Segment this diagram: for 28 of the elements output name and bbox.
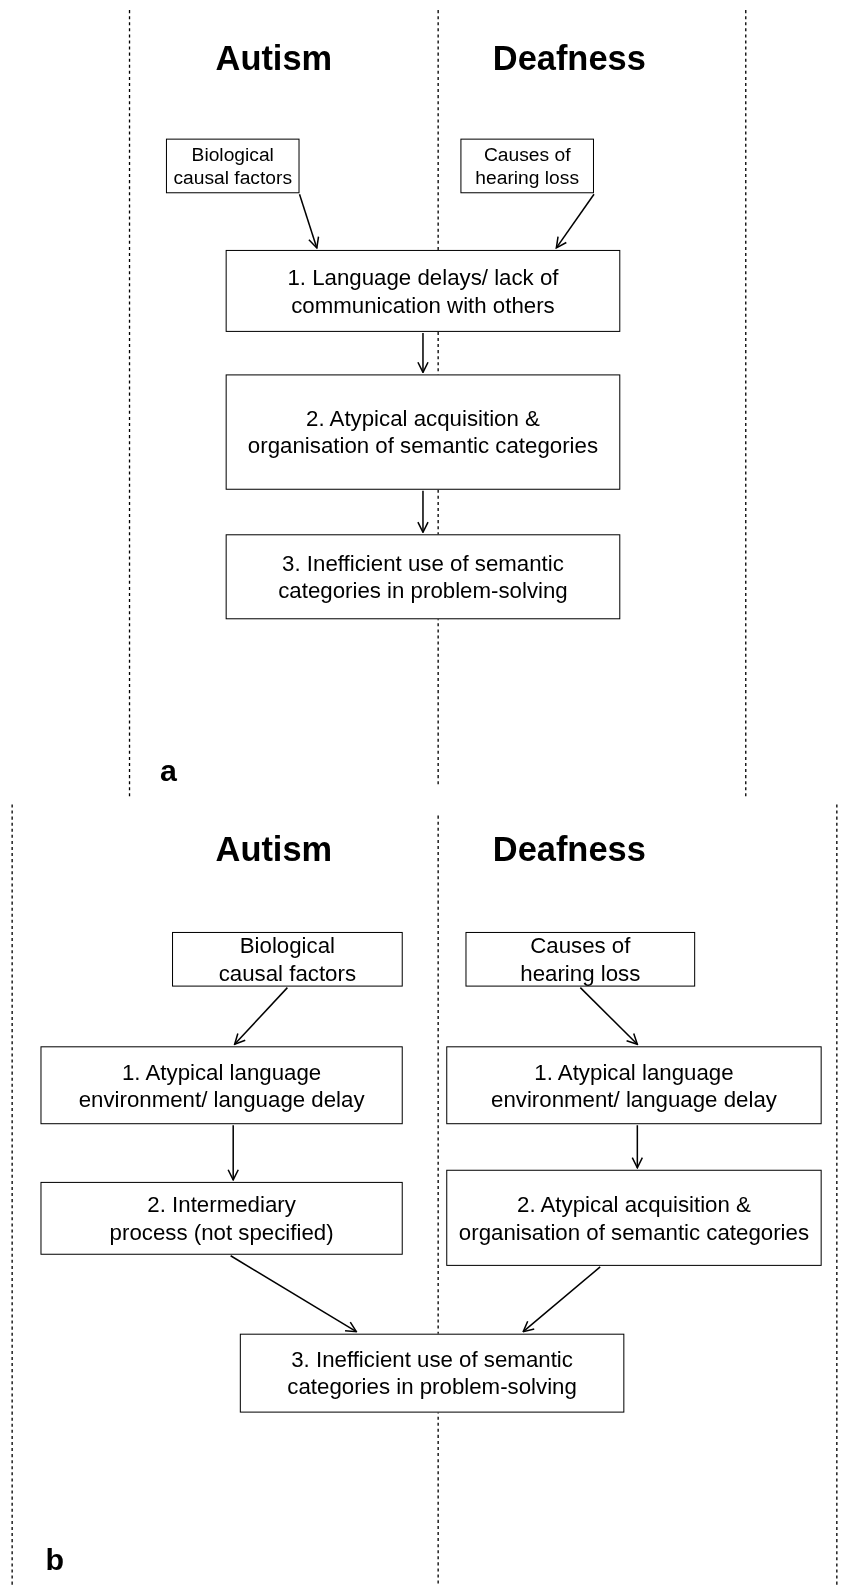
- arrow: [298, 193, 320, 249]
- column-heading: Autism: [215, 829, 333, 870]
- process-box: 1. Atypical language environment/ language delay: [40, 1046, 403, 1125]
- process-box: 3. Inefficient use of semantic categories in problem-solving: [239, 1333, 625, 1413]
- process-box: 2. Atypical acquisition & organisation of semantic categories: [225, 374, 621, 490]
- column-heading: Autism: [215, 38, 333, 78]
- process-box: 2. Intermediary process (not specified): [40, 1181, 403, 1255]
- process-box: 2. Atypical acquisition & organisation of semantic categories: [446, 1169, 822, 1266]
- arrow: [417, 332, 429, 374]
- panel-letter: a: [159, 753, 177, 789]
- arrow: [227, 1124, 239, 1181]
- arrow: [522, 1266, 601, 1333]
- panel-letter: b: [45, 1543, 65, 1578]
- process-box: 3. Inefficient use of semantic categories in problem-solving: [225, 534, 621, 620]
- arrow: [233, 986, 289, 1046]
- column-heading: Deafness: [492, 829, 646, 870]
- process-box: Biological causal factors: [165, 138, 300, 194]
- process-box: 1. Language delays/ lack of communication with others: [225, 249, 621, 332]
- process-box: Causes of hearing loss: [465, 931, 696, 987]
- process-box: 1. Atypical language environment/ language delay: [446, 1046, 822, 1125]
- arrow: [229, 1255, 358, 1333]
- arrow: [555, 193, 595, 249]
- arrow: [631, 1124, 644, 1169]
- process-box: Biological causal factors: [172, 931, 403, 987]
- arrow: [579, 986, 639, 1046]
- column-heading: Deafness: [492, 38, 646, 78]
- arrow: [417, 490, 429, 533]
- process-box: Causes of hearing loss: [460, 138, 594, 194]
